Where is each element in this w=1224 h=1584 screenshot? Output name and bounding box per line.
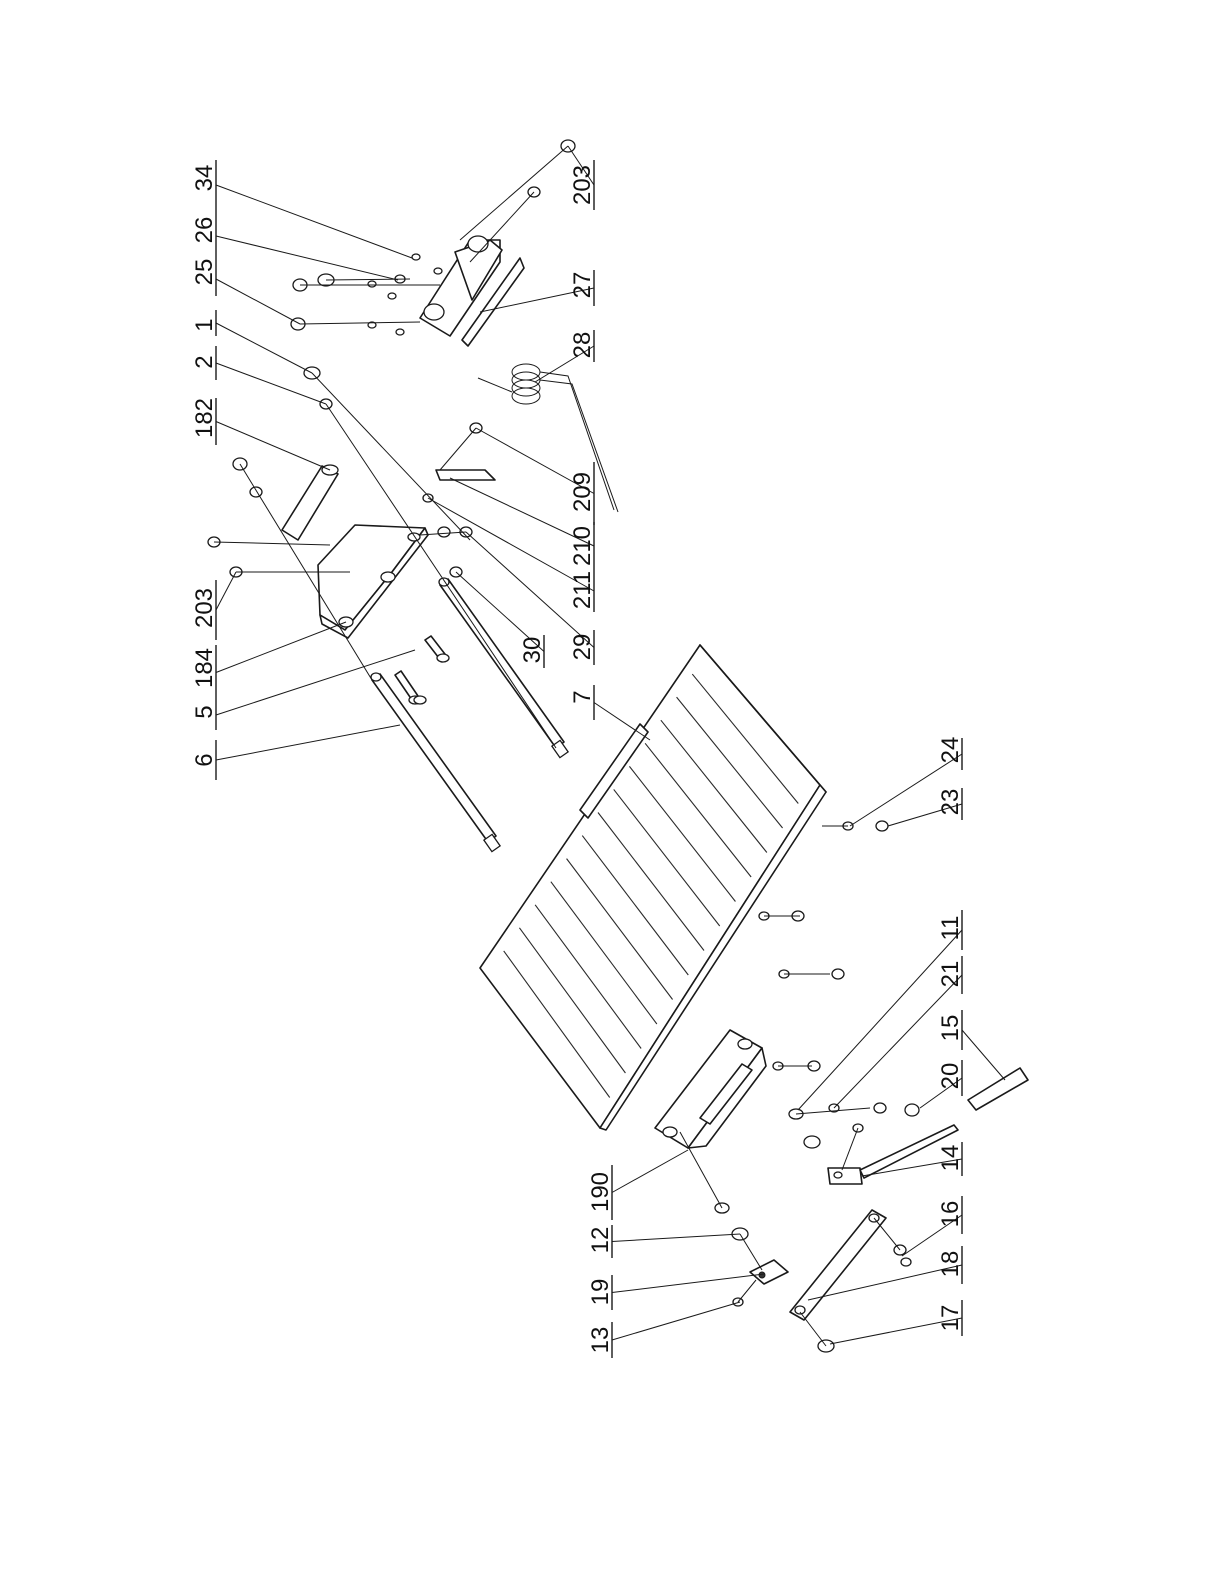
nut-fastener xyxy=(804,1136,820,1148)
rod-part-30 xyxy=(439,578,568,758)
part-number-label: 1 xyxy=(191,318,218,331)
part-number-label: 203 xyxy=(191,588,218,628)
pin-fastener xyxy=(876,821,888,831)
part-number-label: 18 xyxy=(937,1251,964,1278)
part-number-label: 24 xyxy=(937,737,964,764)
part-number-label: 20 xyxy=(937,1063,964,1090)
part-number-label: 21 xyxy=(937,961,964,988)
part-number-label: 26 xyxy=(191,217,218,244)
callout-leader-line xyxy=(594,703,650,741)
handle-grip-part-15 xyxy=(968,1068,1028,1110)
nut-fastener xyxy=(388,293,396,299)
part-number-label: 15 xyxy=(937,1015,964,1042)
assembly-axis-line xyxy=(842,1128,858,1170)
part-callouts: 3426251218220318456203272820921021129307… xyxy=(191,146,1005,1358)
part-number-label: 29 xyxy=(569,634,596,661)
part-number-label: 23 xyxy=(937,789,964,816)
callout-leader-line xyxy=(962,1030,1005,1080)
callout-leader-line xyxy=(216,279,300,324)
part-number-label: 25 xyxy=(191,259,218,286)
part-number-label: 28 xyxy=(569,332,596,359)
assembly-axis-line xyxy=(440,428,476,470)
washer-fastener xyxy=(250,487,262,497)
rod-part-182 xyxy=(282,465,338,540)
nut-fastener xyxy=(434,268,442,274)
part-number-label: 13 xyxy=(587,1327,614,1354)
part-number-label: 184 xyxy=(191,648,218,688)
assembly-axis-line xyxy=(300,322,420,324)
nut-fastener xyxy=(396,329,404,335)
assembly-axis-line xyxy=(874,1218,900,1250)
part-number-label: 210 xyxy=(569,526,596,566)
pin-fastener xyxy=(832,969,844,979)
part-number-label: 6 xyxy=(191,753,218,766)
assembly-axis-line xyxy=(312,373,470,540)
part-number-label: 12 xyxy=(587,1227,614,1254)
part-number-label: 190 xyxy=(587,1172,614,1212)
part-number-label: 30 xyxy=(519,637,546,664)
part-number-label: 7 xyxy=(569,690,596,703)
part-number-label: 14 xyxy=(937,1145,964,1172)
assembly-axis-line xyxy=(738,1280,756,1302)
callout-leader-line xyxy=(216,572,236,610)
nut-fastener xyxy=(414,696,426,704)
part-number-label: 209 xyxy=(569,472,596,512)
torsion-spring-part-28 xyxy=(478,364,618,512)
assembly-axis-line xyxy=(460,146,568,240)
washer-fastener xyxy=(368,281,376,287)
part-number-label: 17 xyxy=(937,1305,964,1332)
part-number-label: 203 xyxy=(569,165,596,205)
callout-leader-line xyxy=(216,185,412,258)
assembly-axis-line xyxy=(214,542,330,545)
pin-fastener xyxy=(874,1103,886,1113)
assembly-axis-line xyxy=(800,1312,826,1346)
nut-fastener xyxy=(412,254,420,260)
link-bar-part-18 xyxy=(790,1210,886,1320)
top-bracket-part-27 xyxy=(420,236,524,346)
part-number-label: 211 xyxy=(569,571,596,609)
bracket-part-210 xyxy=(436,470,495,480)
part-number-label: 5 xyxy=(191,705,218,718)
rod-part-6 xyxy=(371,673,500,852)
screw-head-fastener xyxy=(905,1104,919,1116)
stud-fastener xyxy=(901,1258,911,1266)
callout-leader-line xyxy=(612,1234,740,1242)
part-number-label: 11 xyxy=(937,916,964,941)
callout-leader-line xyxy=(612,1302,740,1340)
part-number-label: 2 xyxy=(191,355,218,368)
part-number-label: 16 xyxy=(937,1201,964,1228)
callout-leader-line xyxy=(612,1150,688,1193)
pin-part-5 xyxy=(395,636,449,704)
callout-leader-line xyxy=(216,622,346,673)
lower-bracket-part-190 xyxy=(655,1030,766,1148)
callout-leader-line xyxy=(216,725,400,760)
assembly-axis-line xyxy=(740,1234,762,1270)
callout-leader-line xyxy=(612,1274,764,1293)
nut-fastener xyxy=(438,527,450,537)
table-plate-part-7 xyxy=(480,645,826,1130)
part-number-label: 182 xyxy=(191,398,218,438)
part-number-label: 34 xyxy=(191,165,218,192)
part-number-label: 27 xyxy=(569,272,596,299)
part-number-label: 19 xyxy=(587,1279,614,1306)
upper-bracket-part-184 xyxy=(318,525,428,638)
